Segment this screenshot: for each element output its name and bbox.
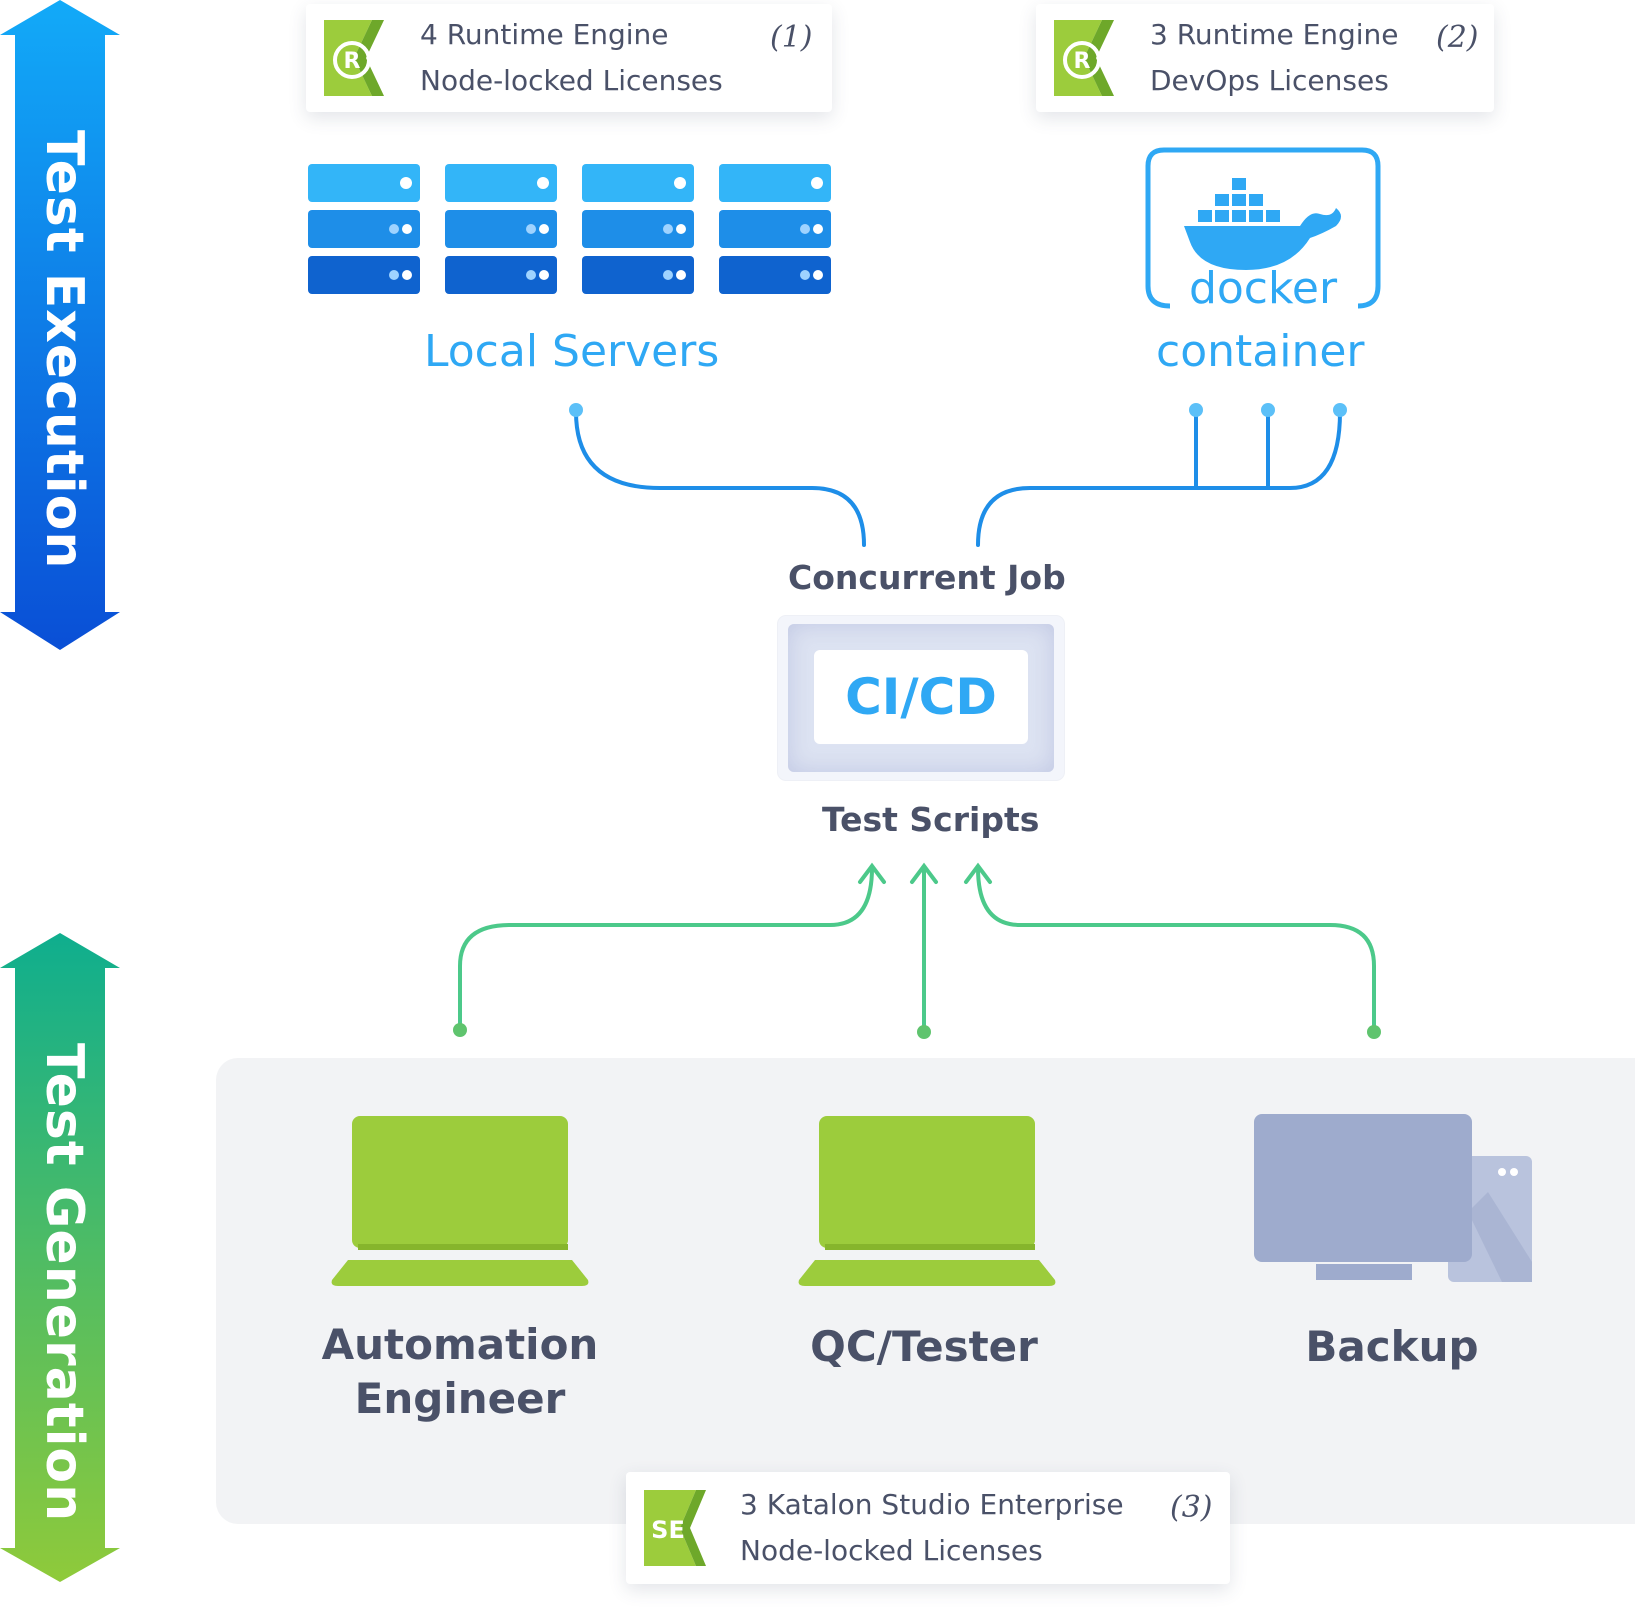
card-number: (2) [1436, 20, 1479, 55]
test-scripts-label: Test Scripts [822, 800, 1040, 839]
card-line2: Node-locked Licenses [420, 64, 723, 97]
execution-arrow [0, 0, 120, 650]
desktop-icon [1254, 1114, 1532, 1282]
local-servers-label: Local Servers [424, 326, 720, 377]
card-line1: 3 Runtime Engine [1150, 18, 1399, 51]
cicd-box-label: CI/CD [814, 650, 1028, 744]
svg-text:docker: docker [1189, 263, 1338, 314]
concurrent-job-label: Concurrent Job [788, 558, 1066, 597]
qc-tester-label: QC/Tester [810, 1322, 1038, 1371]
cicd-frame: CI/CD [778, 616, 1064, 780]
license-card-runtime-node-locked: R 4 Runtime Engine Node-locked Licenses … [306, 4, 832, 112]
local-servers-icon [308, 164, 831, 294]
runtime-engine-logo-icon: R [1054, 20, 1130, 96]
license-card-kse: SE 3 Katalon Studio Enterprise Node-lock… [626, 1472, 1230, 1584]
docker-icon: docker [1145, 147, 1381, 314]
svg-text:SE: SE [651, 1516, 685, 1544]
svg-text:R: R [1074, 49, 1091, 74]
katalon-studio-enterprise-logo-icon: SE [644, 1490, 720, 1566]
laptop-icon [798, 1116, 1056, 1286]
side-arrows [0, 0, 120, 1582]
license-card-runtime-devops: R 3 Runtime Engine DevOps Licenses (2) [1036, 4, 1494, 112]
backup-label: Backup [1305, 1322, 1479, 1371]
docker-container-label: container [1156, 326, 1365, 377]
runtime-engine-logo-icon: R [324, 20, 400, 96]
card-number: (3) [1170, 1490, 1213, 1525]
card-line2: DevOps Licenses [1150, 64, 1389, 97]
card-line1: 3 Katalon Studio Enterprise [740, 1488, 1124, 1521]
card-number: (1) [770, 20, 813, 55]
card-line2: Node-locked Licenses [740, 1534, 1043, 1567]
laptop-icon [331, 1116, 589, 1286]
card-line1: 4 Runtime Engine [420, 18, 669, 51]
svg-text:R: R [344, 49, 361, 74]
generation-arrow [0, 933, 120, 1582]
